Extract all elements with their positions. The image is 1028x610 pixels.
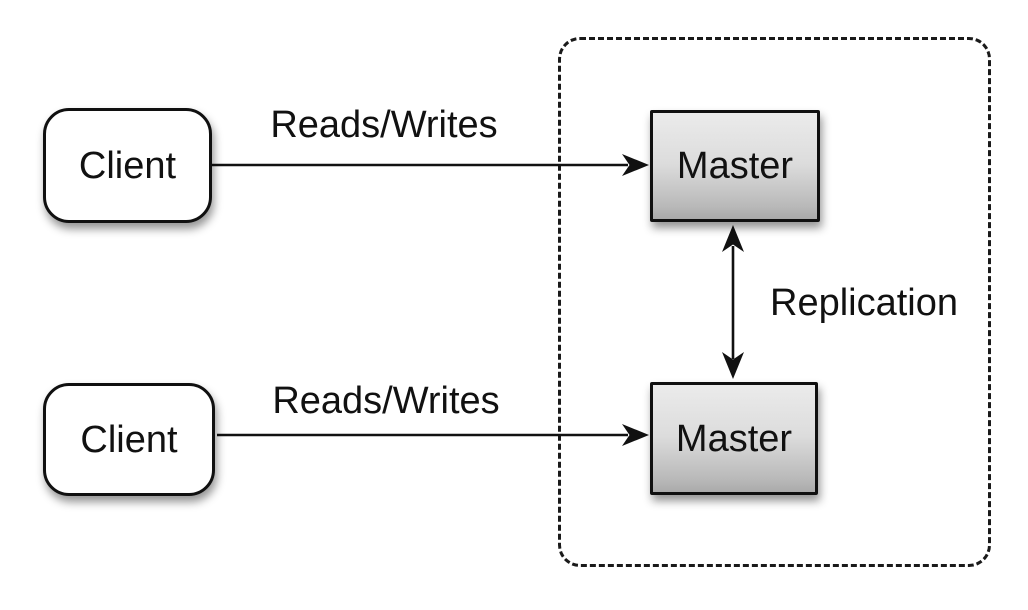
edge-label-reads-writes-bottom: Reads/Writes	[272, 380, 500, 422]
node-client-top-label: Client	[78, 144, 177, 187]
edge-label-replication: Replication	[770, 282, 958, 324]
edge-label-reads-writes-top: Reads/Writes	[270, 104, 498, 146]
replication-group-boundary	[558, 37, 991, 567]
node-master-top-label: Master	[676, 145, 794, 187]
node-client-bottom: Client	[43, 383, 215, 496]
node-master-bottom-label: Master	[675, 417, 793, 460]
node-client-bottom-label: Client	[80, 418, 178, 461]
node-master-top: Master	[650, 110, 820, 222]
node-master-bottom: Master	[650, 382, 818, 495]
node-client-top: Client	[43, 108, 212, 223]
